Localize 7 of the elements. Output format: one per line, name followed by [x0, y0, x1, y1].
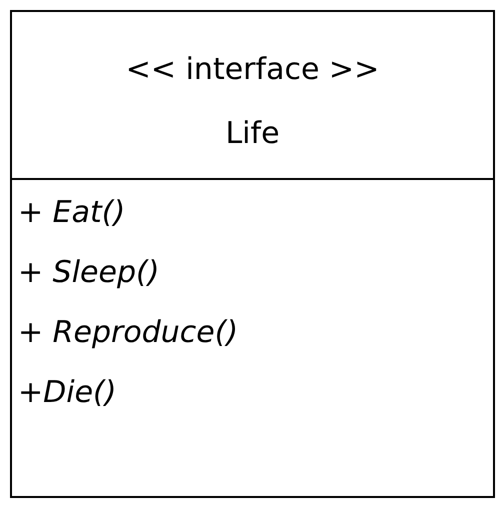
class-box: [10, 10, 495, 498]
method-label: + Eat(): [18, 194, 126, 232]
stereotype-label: << interface >>: [126, 51, 380, 89]
method-label: + Sleep(): [18, 254, 160, 292]
method-label: +Die(): [18, 374, 116, 412]
method-label: + Reproduce(): [18, 314, 238, 352]
class-name: Life: [225, 115, 280, 153]
